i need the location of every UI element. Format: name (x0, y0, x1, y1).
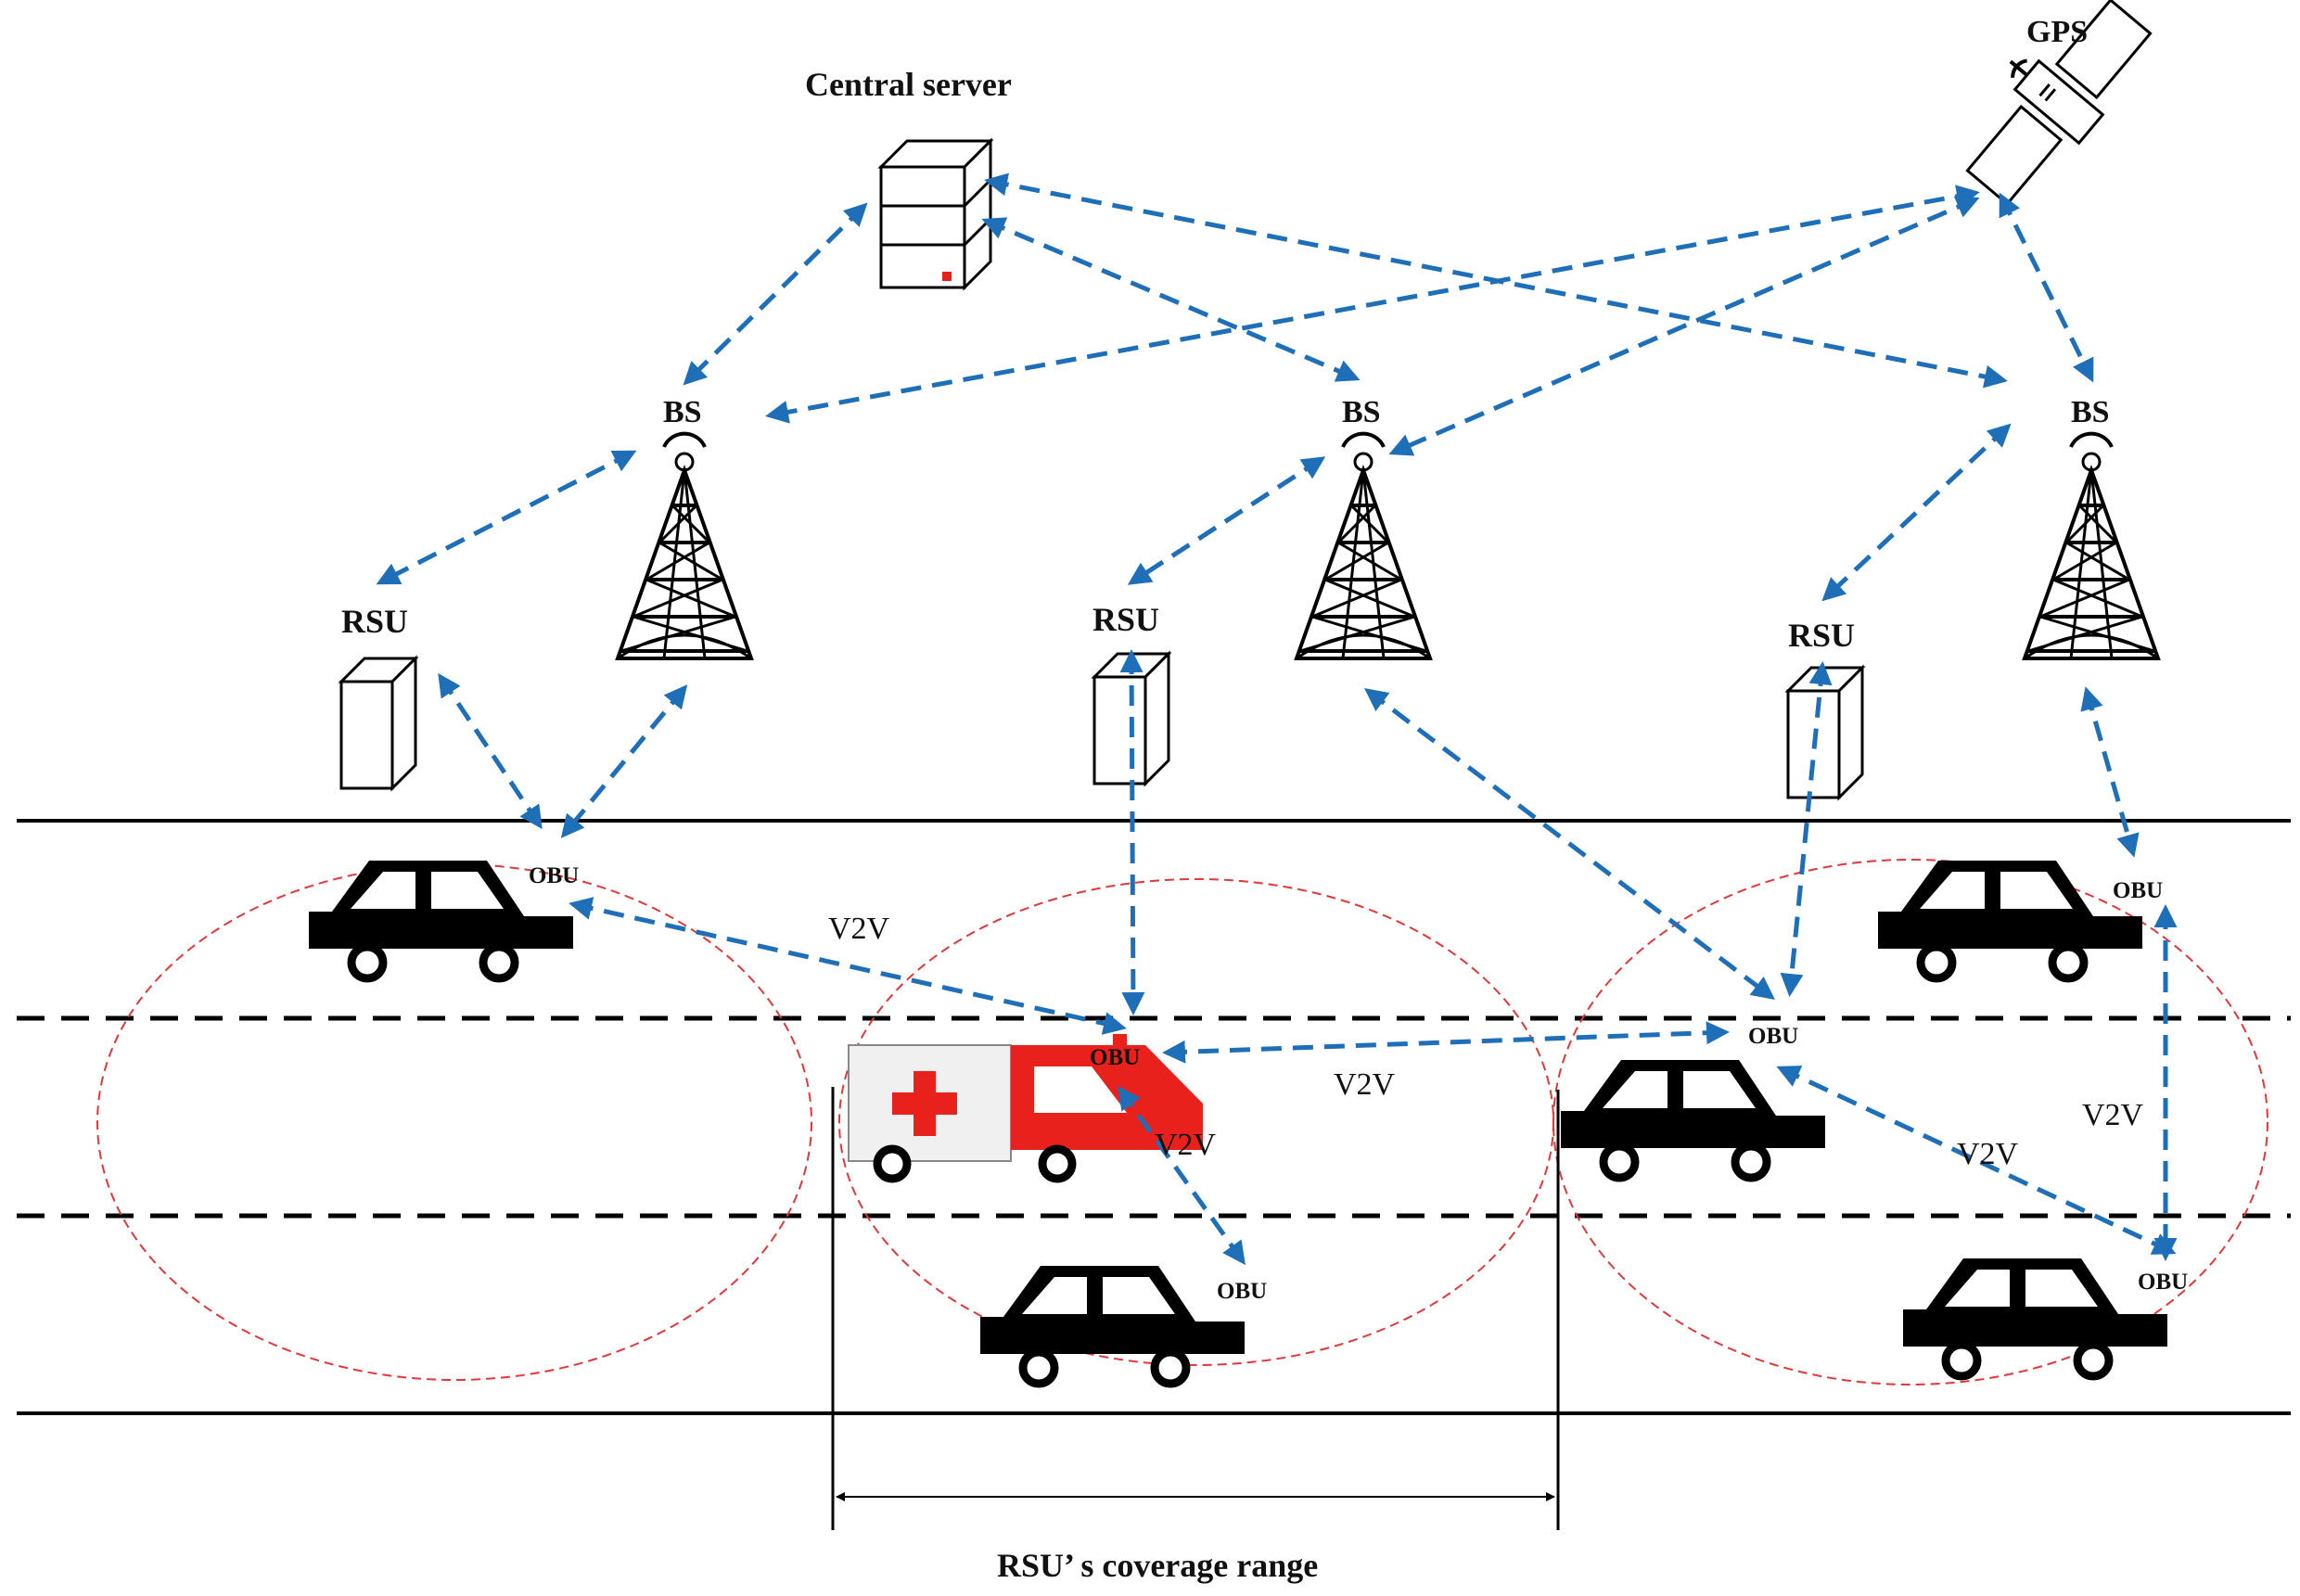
bs-label-3: BS (2071, 395, 2110, 429)
bs-tower-icon-3 (2023, 431, 2160, 660)
rsu-box-icon-3 (1786, 666, 1864, 799)
link-v2v-car3-car5 (1776, 1066, 2177, 1255)
gps-label: GPS (2026, 15, 2088, 49)
rsu-label-2: RSU (1092, 601, 1159, 638)
car-icon-3 (1561, 1060, 1825, 1178)
rsu-box-icon-1 (339, 657, 417, 790)
link-rsu3-obu3 (1780, 661, 1833, 997)
link-server-bs1 (683, 202, 868, 386)
link-bs2-rsu2 (1127, 456, 1326, 585)
ambulance-icon (848, 1034, 1203, 1183)
obu-label-1: OBU (529, 863, 579, 888)
v2v-label-2: V2V (1334, 1067, 1396, 1102)
link-bs1-obu1 (560, 684, 688, 838)
bs-tower-icon-2 (1295, 431, 1432, 660)
obu-label-4: OBU (1217, 1279, 1267, 1304)
rsu-label-1: RSU (341, 603, 408, 640)
car-icon-5 (1903, 1258, 2167, 1376)
car-icon-4 (980, 1266, 1245, 1384)
link-rsu2-obu-ambulance (1119, 649, 1145, 1015)
link-gps-bs2 (1388, 196, 1980, 456)
link-bs3-obu2 (2080, 686, 2140, 858)
link-rsu1-obu1 (438, 672, 543, 830)
v2v-label-3: V2V (1155, 1128, 1217, 1162)
central-server-icon (877, 137, 994, 291)
link-v2v-ambulance-car3 (1162, 1021, 1730, 1064)
rsu-label-3: RSU (1788, 617, 1855, 654)
bs-tower-icon-1 (616, 431, 753, 660)
v2v-label-4: V2V (1957, 1137, 2019, 1171)
obu-label-3: OBU (1748, 1024, 1798, 1049)
obu-label-5: OBU (2138, 1270, 2188, 1295)
communication-links (376, 172, 2178, 1266)
coverage-ellipse-3 (1552, 859, 2268, 1385)
obu-label-2: OBU (2113, 878, 2163, 903)
v2v-label-5: V2V (2082, 1098, 2144, 1132)
coverage-range-label: RSU’ s coverage range (997, 1547, 1318, 1584)
bs-label-2: BS (1342, 395, 1381, 429)
coverage-range-marker (831, 1087, 1560, 1530)
obu-label-ambulance: OBU (1090, 1045, 1140, 1070)
link-bs3-rsu3 (1821, 423, 2012, 602)
coverage-ellipse-2 (838, 878, 1554, 1366)
bs-label-1: BS (663, 395, 702, 429)
link-bs2-obu3 (1364, 687, 1775, 1001)
link-bs1-rsu1 (376, 450, 637, 585)
link-v2v-ambulance-car4 (1118, 1085, 1246, 1266)
gps-satellite-icon (1965, 0, 2153, 207)
link-gps-bs3 (1999, 192, 2094, 383)
car-icon-2 (1878, 861, 2142, 978)
central-server-label: Central server (805, 66, 1012, 103)
v2v-label-1: V2V (828, 912, 890, 946)
